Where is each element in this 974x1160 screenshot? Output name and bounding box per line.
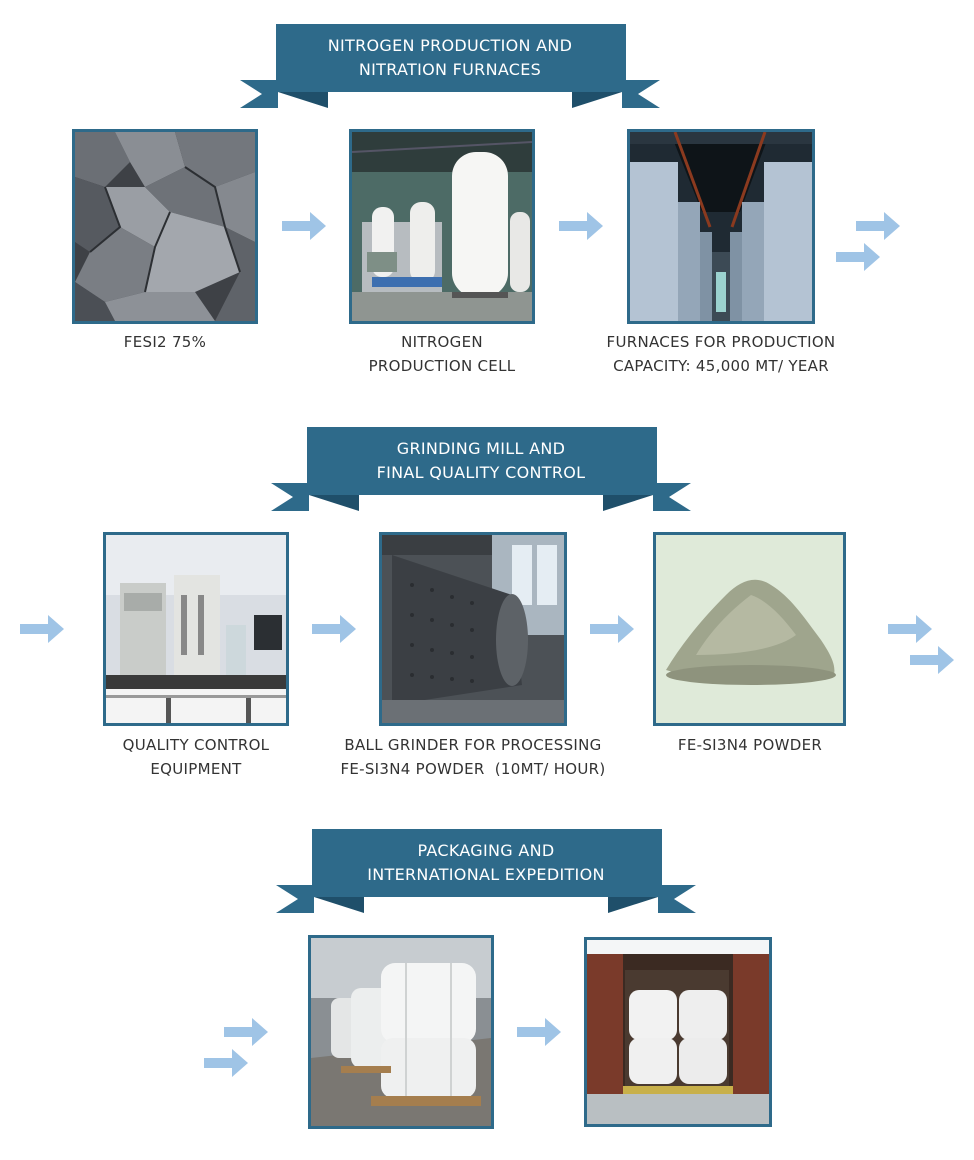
caption-line: FE-SI3N4 POWDER [677,736,823,754]
photo-quality-control-equipment [103,532,289,726]
photo-ball-grinder [379,532,567,726]
step-caption-ball-grinder: BALL GRINDER FOR PROCESSING FE-SI3N4 POW… [333,733,613,781]
step-caption-furnaces: FURNACES FOR PRODUCTION CAPACITY: 45,000… [581,330,861,378]
caption-line: QUALITY CONTROL [122,736,270,754]
banner-title-line: INTERNATIONAL EXPEDITION [367,865,605,884]
caption-line: FESI2 75% [123,333,207,351]
photo-bulk-bags-warehouse [308,935,494,1129]
ribbon-shape [240,24,660,108]
step-caption-powder: FE-SI3N4 POWDER [610,733,890,757]
banner-title-line: NITROGEN PRODUCTION AND [327,36,573,55]
flow-arrow-right [590,615,634,643]
ribbon-shape [276,829,696,913]
flow-arrow-right [282,212,326,240]
caption-line: PRODUCTION CELL [368,357,516,375]
flow-arrow-continue [888,615,954,674]
flow-arrow-continue [836,212,900,271]
banner-title-line: FINAL QUALITY CONTROL [376,463,586,482]
photo-nitrogen-tanks [349,129,535,324]
photo-fe-si3n4-powder [653,532,846,726]
caption-line: BALL GRINDER FOR PROCESSING [344,736,602,754]
flow-arrow-right [517,1018,561,1046]
flow-arrow-right [312,615,356,643]
flow-arrow-right [559,212,603,240]
flow-arrow-right [20,615,64,643]
caption-line: EQUIPMENT [150,760,242,778]
flow-arrow-continue [204,1018,268,1077]
step-caption-fesi2: FESI2 75% [25,330,305,354]
ribbon-shape [271,427,691,511]
caption-line: CAPACITY: 45,000 MT/ YEAR [613,357,829,375]
banner-title-line: GRINDING MILL AND [396,439,566,458]
section-banner-packaging: PACKAGING AND INTERNATIONAL EXPEDITION [276,829,696,915]
photo-furnaces [627,129,815,324]
photo-container-loading [584,937,772,1127]
section-banner-grinding: GRINDING MILL AND FINAL QUALITY CONTROL [271,427,691,513]
section-banner-nitrogen: NITROGEN PRODUCTION AND NITRATION FURNAC… [240,24,660,110]
banner-title-line: PACKAGING AND [417,841,555,860]
caption-line: FURNACES FOR PRODUCTION [606,333,836,351]
step-caption-nitrogen-cell: NITROGEN PRODUCTION CELL [302,330,582,378]
banner-title-line: NITRATION FURNACES [358,60,542,79]
step-caption-quality-control: QUALITY CONTROL EQUIPMENT [56,733,336,781]
photo-fesi2-rocks [72,129,258,324]
caption-line: NITROGEN [401,333,483,351]
caption-line: FE-SI3N4 POWDER (10MT/ HOUR) [340,760,606,778]
